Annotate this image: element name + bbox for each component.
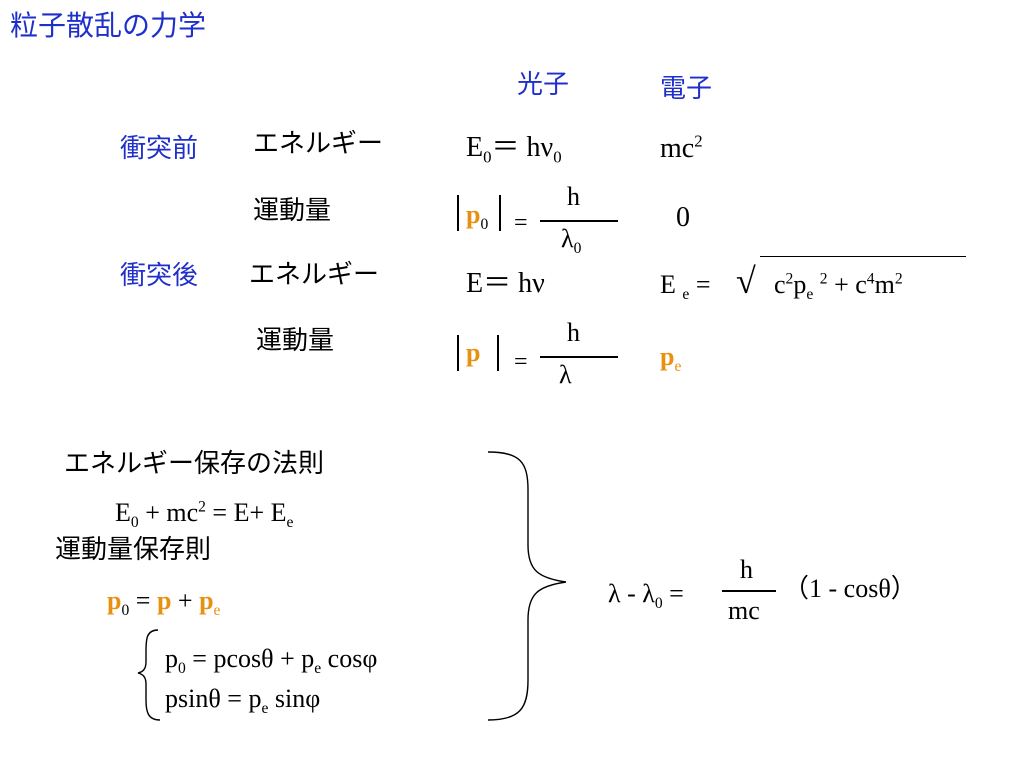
- label-energy-before: エネルギー: [253, 129, 384, 159]
- fraction-numerator-after: h: [567, 318, 580, 347]
- compton-fraction-line: [722, 590, 776, 592]
- fraction-denominator: λ0: [561, 224, 582, 258]
- electron-energy-before: mc2: [660, 131, 703, 164]
- sqrt-sign: √: [736, 261, 756, 301]
- slide-title: 粒子散乱の力学: [10, 9, 207, 42]
- label-before-collision: 衝突前: [120, 134, 199, 164]
- compton-tail: （1 - cosθ）: [783, 574, 917, 603]
- compton-lhs: λ - λ0 =: [608, 579, 684, 613]
- electron-energy-after-lhs: E e =: [660, 270, 711, 304]
- photon-energy-before: E0＝ hν0: [466, 132, 562, 167]
- electron-momentum-before: 0: [676, 202, 690, 233]
- header-electron: 電子: [660, 74, 713, 104]
- equals-sign: =: [514, 210, 528, 236]
- momentum-y-component: psinθ = pe sinφ: [165, 684, 321, 718]
- sqrt-vinculum: [760, 256, 966, 258]
- label-after-collision: 衝突後: [120, 261, 199, 291]
- abs-bar-right-after: [497, 335, 499, 371]
- label-momentum-before: 運動量: [253, 196, 332, 226]
- momentum-x-component: p0 = pcosθ + pe cosφ: [165, 644, 378, 678]
- photon-energy-after: E＝ hν: [466, 268, 545, 299]
- big-right-brace: [487, 451, 567, 721]
- electron-momentum-after: pe: [660, 342, 682, 376]
- small-left-brace: [137, 629, 161, 721]
- compton-denominator: mc: [728, 596, 760, 625]
- fraction-numerator: h: [567, 182, 580, 211]
- abs-bar-right: [499, 195, 501, 231]
- photon-momentum-before-p: p0: [466, 200, 489, 234]
- header-photon: 光子: [517, 70, 570, 100]
- label-momentum-after: 運動量: [256, 326, 335, 356]
- abs-bar-left-after: [457, 335, 459, 371]
- fraction-denominator-after: λ: [559, 360, 572, 389]
- momentum-conservation-equation: p0 = p + pe: [107, 586, 221, 620]
- electron-energy-after-radicand: c2pe 2 + c4m2: [774, 270, 903, 304]
- photon-momentum-after-p: p: [466, 338, 481, 367]
- energy-conservation-equation: E0 + mc2 = E+ Ee: [115, 498, 294, 532]
- energy-conservation-heading: エネルギー保存の法則: [64, 449, 325, 479]
- equals-sign-after: =: [514, 349, 528, 375]
- compton-numerator: h: [740, 555, 753, 584]
- momentum-conservation-heading: 運動量保存則: [55, 535, 212, 565]
- abs-bar-left: [457, 195, 459, 231]
- fraction-line-after: [540, 356, 618, 358]
- fraction-line: [540, 220, 618, 222]
- label-energy-after: エネルギー: [249, 260, 380, 290]
